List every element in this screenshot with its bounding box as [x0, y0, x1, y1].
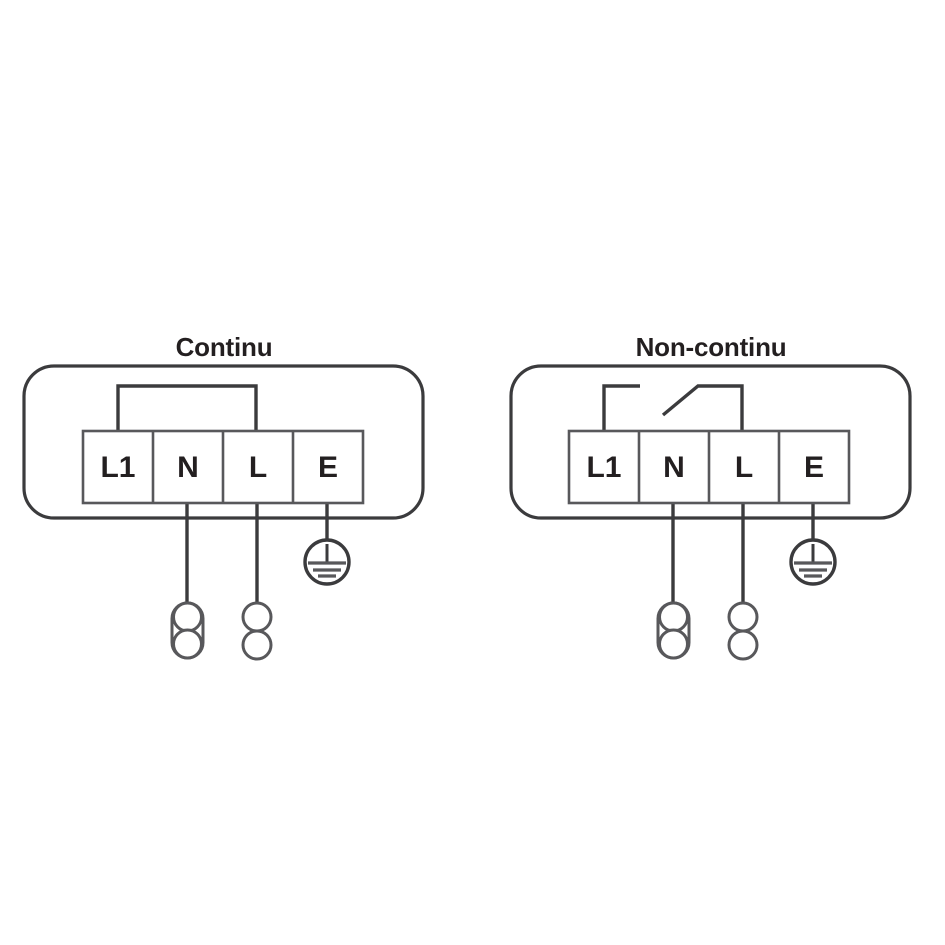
- earth-ground-icon-left: [303, 538, 351, 586]
- internal-jumper-stub: [602, 384, 640, 440]
- enclosure-outline-right: [509, 364, 912, 520]
- terminal-label-l-right: L: [735, 451, 753, 484]
- terminal-label-l1-left: L1: [100, 451, 135, 484]
- panel-title-non-continu: Non-continu: [635, 332, 787, 362]
- connector-two-circle-right: [727, 601, 759, 661]
- terminal-label-n-right: N: [663, 451, 685, 484]
- terminal-label-n-left: N: [177, 451, 199, 484]
- connector-double-pill-right: [656, 601, 691, 660]
- panel-non-continu: L1 N L E: [509, 364, 912, 661]
- connector-two-circle-left: [241, 601, 273, 661]
- terminal-label-l-left: L: [249, 451, 267, 484]
- enclosure-outline-left: [22, 364, 425, 520]
- panel-continu: L1 N L E: [22, 364, 425, 661]
- internal-jumper-continuous: [116, 384, 258, 440]
- connector-double-pill-left: [170, 601, 205, 660]
- internal-switch-blade-open: [661, 384, 744, 440]
- terminal-label-e-left: E: [318, 451, 338, 484]
- terminal-label-l1-right: L1: [586, 451, 621, 484]
- earth-ground-icon-right: [789, 538, 837, 586]
- panel-title-continu: Continu: [175, 332, 273, 362]
- terminal-label-e-right: E: [804, 451, 824, 484]
